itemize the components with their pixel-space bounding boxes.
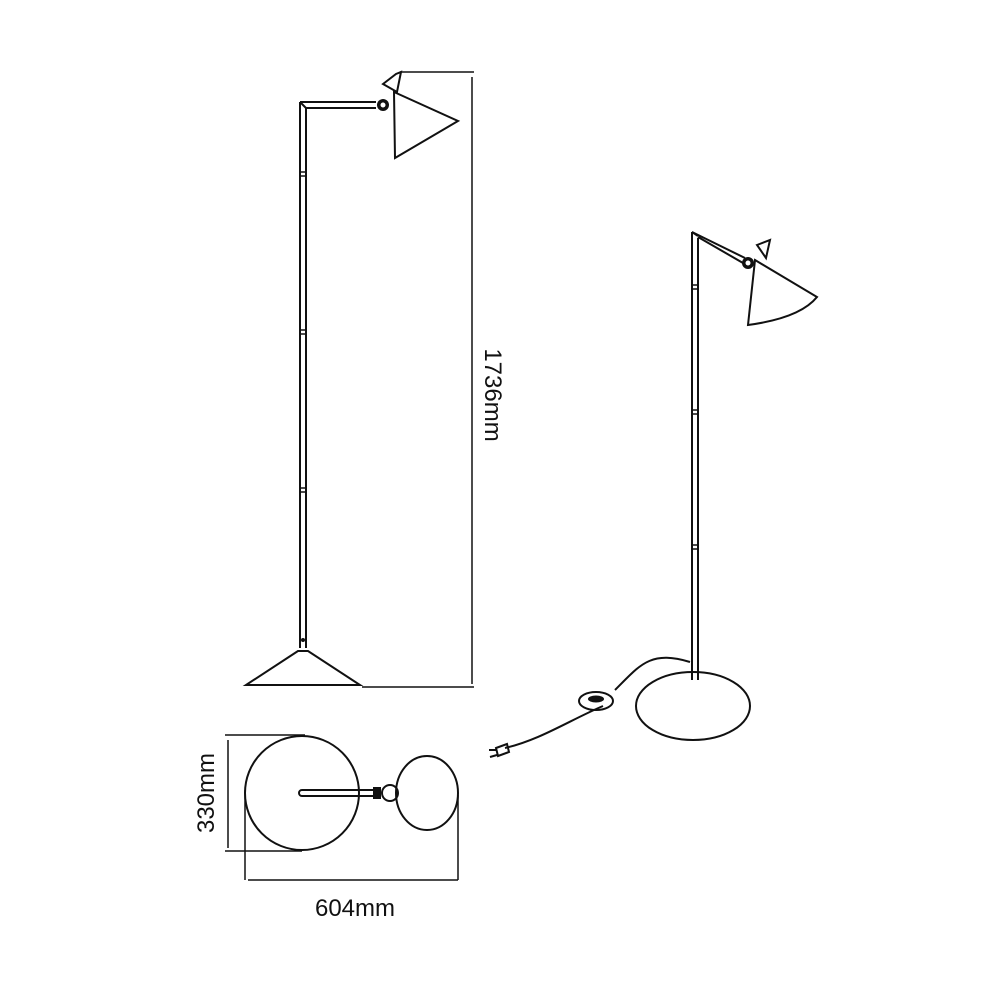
side-base (242, 650, 364, 686)
perspective-shade-top (755, 238, 772, 261)
pole-joints (300, 171, 306, 493)
perspective-arm (691, 231, 746, 264)
plan-base-circle (244, 735, 360, 851)
depth-label: 330mm (193, 753, 220, 833)
perspective-shade (746, 258, 819, 327)
height-dimension: 1736mm (362, 71, 506, 688)
plan-shade-circle (395, 755, 459, 831)
side-shade-top (381, 70, 403, 94)
plan-joint (381, 784, 399, 802)
plan-arm (298, 789, 373, 797)
side-shade (392, 90, 461, 160)
foot-switch (578, 691, 614, 711)
side-view-lamp (242, 70, 461, 686)
perspective-pole (691, 231, 699, 680)
width-label: 604mm (315, 895, 395, 922)
plug (489, 742, 511, 758)
side-arm (299, 101, 376, 109)
perspective-view-lamp (489, 231, 819, 758)
perspective-base (635, 671, 751, 741)
side-pole (299, 102, 307, 648)
plan-view: 330mm 604mm (193, 734, 459, 922)
height-label: 1736mm (479, 348, 506, 441)
